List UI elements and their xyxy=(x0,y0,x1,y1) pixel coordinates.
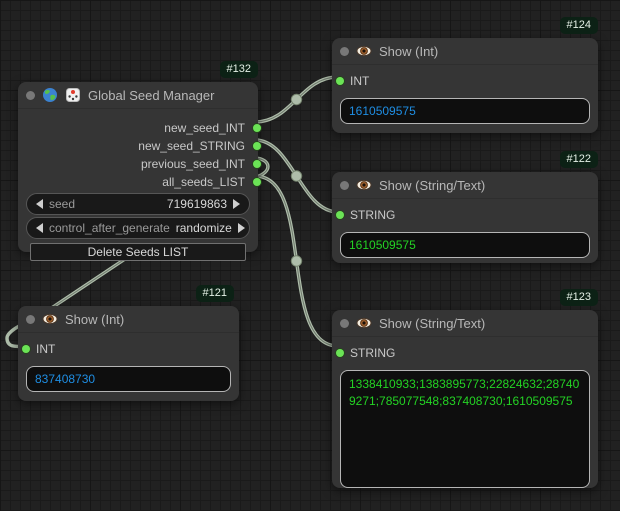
node-id-badge: #122 xyxy=(559,151,598,168)
collapse-dot-icon[interactable] xyxy=(340,318,349,328)
output-slot-previous-seed-int: previous_seed_INT xyxy=(18,155,261,173)
int-value-field[interactable]: 1610509575 xyxy=(340,98,590,124)
node-global-seed-manager[interactable]: #132 Global Seed Manager new_seed_INT xyxy=(18,61,261,261)
input-port[interactable] xyxy=(336,77,344,85)
eye-icon xyxy=(42,311,58,327)
input-slot-string: STRING xyxy=(332,205,598,225)
string-value-field[interactable]: 1610509575 xyxy=(340,232,590,258)
node-titlebar[interactable]: Global Seed Manager xyxy=(18,82,258,109)
node-titlebar[interactable]: Show (String/Text) xyxy=(332,310,598,337)
input-port[interactable] xyxy=(336,349,344,357)
collapse-dot-icon[interactable] xyxy=(26,90,35,100)
increment-arrow-icon[interactable] xyxy=(237,223,245,233)
node-show-string-122[interactable]: #122 Show (String/Text) STRING 161050957… xyxy=(332,151,598,263)
node-titlebar[interactable]: Show (Int) xyxy=(332,38,598,65)
eye-icon xyxy=(356,177,372,193)
node-title: Global Seed Manager xyxy=(88,87,215,103)
globe-icon xyxy=(42,87,58,103)
input-slot-string: STRING xyxy=(332,343,598,363)
node-title: Show (String/Text) xyxy=(379,315,486,331)
dice-icon xyxy=(65,87,81,103)
node-id-badge: #121 xyxy=(195,285,234,302)
delete-seeds-list-button[interactable]: Delete Seeds LIST xyxy=(30,243,246,261)
node-title: Show (Int) xyxy=(65,311,125,327)
output-port[interactable] xyxy=(253,178,261,186)
node-show-string-123[interactable]: #123 Show (String/Text) STRING 133841093… xyxy=(332,289,598,488)
node-titlebar[interactable]: Show (String/Text) xyxy=(332,172,598,199)
output-slot-new-seed-int: new_seed_INT xyxy=(18,119,261,137)
output-slot-all-seeds-list: all_seeds_LIST xyxy=(18,173,261,191)
output-port[interactable] xyxy=(253,160,261,168)
node-show-int-124[interactable]: #124 Show (Int) INT 1610509575 xyxy=(332,17,598,133)
eye-icon xyxy=(356,315,372,331)
output-port[interactable] xyxy=(253,142,261,150)
node-id-badge: #124 xyxy=(559,17,598,34)
control-after-generate-widget[interactable]: control_after_generate randomize xyxy=(26,217,250,239)
eye-icon xyxy=(356,43,372,59)
node-id-badge: #123 xyxy=(559,289,598,306)
int-value-field[interactable]: 837408730 xyxy=(26,366,231,392)
node-show-int-121[interactable]: #121 Show (Int) INT 837408730 xyxy=(18,285,239,401)
collapse-dot-icon[interactable] xyxy=(340,180,349,190)
node-title: Show (String/Text) xyxy=(379,177,486,193)
node-titlebar[interactable]: Show (Int) xyxy=(18,306,239,333)
decrement-arrow-icon[interactable] xyxy=(36,223,43,233)
input-slot-int: INT xyxy=(332,71,598,91)
link-midpoint-dot[interactable] xyxy=(290,170,303,182)
node-id-badge: #132 xyxy=(219,61,258,78)
input-slot-int: INT xyxy=(18,339,239,359)
output-port[interactable] xyxy=(253,124,261,132)
link-midpoint-dot[interactable] xyxy=(290,255,303,267)
input-port[interactable] xyxy=(22,345,30,353)
string-list-textarea[interactable]: 1338410933;1383895773;22824632;287409271… xyxy=(340,370,590,488)
link-midpoint-dot[interactable] xyxy=(290,93,303,106)
increment-arrow-icon[interactable] xyxy=(233,199,240,209)
collapse-dot-icon[interactable] xyxy=(340,46,349,56)
node-title: Show (Int) xyxy=(379,43,439,59)
decrement-arrow-icon[interactable] xyxy=(36,199,43,209)
output-slot-new-seed-string: new_seed_STRING xyxy=(18,137,261,155)
input-port[interactable] xyxy=(336,211,344,219)
seed-widget[interactable]: seed 719619863 xyxy=(26,193,250,215)
collapse-dot-icon[interactable] xyxy=(26,314,35,324)
